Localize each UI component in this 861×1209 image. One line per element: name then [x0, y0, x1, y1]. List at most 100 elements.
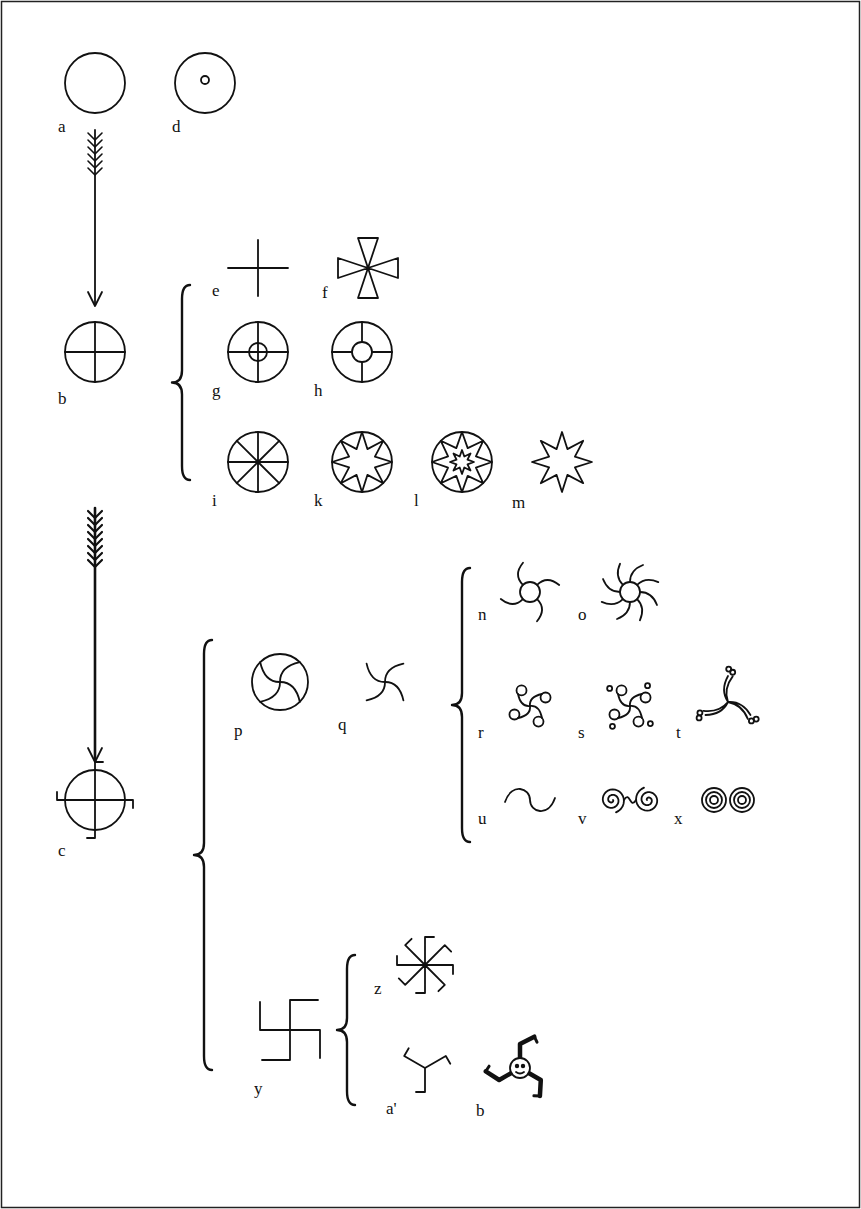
sun-ray: [617, 602, 630, 619]
sun-ray: [518, 563, 523, 585]
curl: [609, 709, 619, 719]
dot: [697, 710, 702, 715]
curved-arm: [280, 662, 300, 682]
spiral: [636, 788, 657, 811]
sun-ray: [640, 592, 657, 605]
symbol-circle: [730, 788, 754, 812]
spokes: [65, 322, 125, 382]
symbol-letter: r: [478, 724, 484, 742]
spiral: [603, 789, 624, 812]
symbol-letter: e: [212, 282, 220, 300]
s-curve: [505, 789, 555, 811]
symbol-circle: [352, 342, 372, 362]
symbol-letter: s: [578, 724, 585, 742]
symbol-letter: f: [322, 284, 328, 302]
symbol-circle: [432, 432, 492, 492]
symbol-letter: o: [578, 606, 587, 624]
symbol-circle: [702, 788, 726, 812]
symbol-letter: l: [414, 492, 419, 510]
curl: [541, 693, 551, 703]
triskelion-foot: [534, 1037, 537, 1042]
triskelion-face: [510, 1058, 530, 1078]
triskelion-leg: [528, 1073, 541, 1097]
symbol-circle: [332, 322, 392, 382]
curl: [509, 709, 519, 719]
star-symbol: [432, 432, 492, 492]
symbol-letter: t: [676, 724, 681, 742]
symbol-circle: [706, 792, 722, 808]
symbol-letter: c: [58, 842, 66, 860]
dot: [726, 667, 731, 672]
curl: [633, 717, 643, 727]
arrow-head: [88, 748, 102, 762]
hooked-arms: [397, 937, 453, 993]
symbol-circle: [710, 796, 718, 804]
spokes: [228, 432, 288, 492]
star-symbol: [332, 432, 392, 492]
sun-ray: [603, 579, 620, 592]
sun-ray: [630, 565, 643, 582]
symbol-circle: [65, 53, 125, 113]
symbol-letter: a': [386, 1100, 397, 1118]
curved-arm: [385, 664, 403, 682]
symbol-letter: b: [476, 1102, 485, 1120]
sun-ray: [501, 599, 523, 604]
triskele-arm: [704, 702, 729, 715]
symbol-letter: n: [478, 606, 487, 624]
triskelion-foot: [486, 1066, 489, 1071]
arrow-feathers: [88, 511, 102, 567]
hooked-arms: [404, 1048, 450, 1092]
symbol-circle: [734, 792, 750, 808]
curl: [517, 685, 527, 695]
arrow-shaft: [94, 130, 96, 304]
hooked-arms: [57, 762, 133, 838]
bracket: [337, 955, 355, 1105]
triskele-arm: [724, 676, 733, 702]
bracket: [172, 285, 190, 480]
arrow-head: [88, 292, 102, 306]
s-curve: [624, 797, 636, 803]
symbol-letter: m: [512, 494, 525, 512]
symbol-circle: [175, 53, 235, 113]
symbol-circle: [332, 432, 392, 492]
symbol-circle: [252, 654, 308, 710]
symbol-letter: g: [212, 382, 221, 400]
dot: [516, 1065, 519, 1068]
symbol-letter: k: [314, 492, 323, 510]
sun-ray: [537, 599, 542, 621]
dot: [607, 686, 612, 691]
symbol-letter: b: [58, 390, 67, 408]
dot: [697, 715, 702, 720]
dot: [522, 1065, 525, 1068]
star-symbol: [450, 450, 474, 474]
curved-arm: [385, 682, 403, 700]
curved-arm: [367, 682, 385, 700]
triskelion-leg: [486, 1071, 512, 1080]
curved-arm: [260, 662, 280, 682]
triskelion-foot: [534, 1094, 540, 1097]
symbol-letter: z: [374, 980, 382, 998]
bracket: [194, 640, 212, 1070]
symbol-letter: p: [234, 722, 243, 740]
symbol-letter: x: [674, 810, 683, 828]
sun-ray: [537, 580, 559, 585]
sun-ray: [637, 599, 642, 620]
symbol-letter: v: [578, 810, 587, 828]
curl: [641, 693, 651, 703]
symbol-circle: [228, 322, 288, 382]
sun-ray: [637, 580, 658, 585]
triskele-arm: [728, 702, 751, 719]
cross-pattee: [338, 238, 398, 298]
spokes: [228, 322, 288, 382]
symbol-letter: u: [478, 810, 487, 828]
star-symbol: [532, 432, 592, 492]
symbol-letter: h: [314, 382, 323, 400]
curved-arm: [367, 664, 385, 682]
curl: [617, 685, 627, 695]
sun-ray: [618, 564, 623, 585]
symbol-circle: [738, 796, 746, 804]
hooked-arms: [260, 1000, 320, 1060]
dot: [754, 717, 759, 722]
